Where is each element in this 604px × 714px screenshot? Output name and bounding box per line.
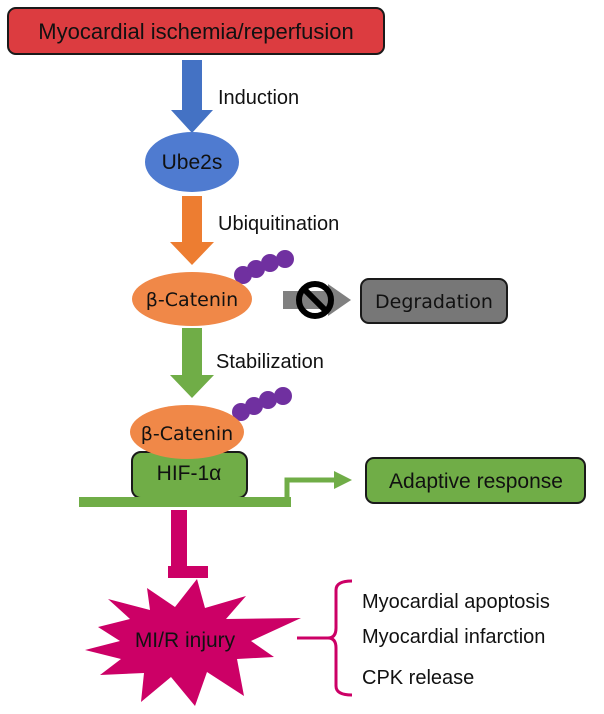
- hif1a-box: HIF-1α: [131, 451, 248, 499]
- ubiquitin-bead: [259, 391, 277, 409]
- ubiquitination-arrow: [170, 196, 214, 265]
- stabilization-arrow: [170, 328, 214, 398]
- transcription-arrow-head: [334, 471, 352, 489]
- mir-injury-label: MI/R injury: [135, 629, 236, 652]
- beta-catenin-shape-2: [130, 405, 244, 459]
- inhibition-stem: [171, 510, 187, 574]
- beta-catenin-label-2: β-Catenin: [141, 423, 233, 445]
- ubiquitin-bead: [274, 387, 292, 405]
- ubiquitin-bead: [245, 397, 263, 415]
- beta-catenin-node-2: β-Catenin: [130, 405, 244, 459]
- ube2s-label: Ube2s: [162, 151, 223, 174]
- beta-catenin-label-1: β-Catenin: [146, 289, 238, 311]
- degradation-box-shape: [360, 278, 508, 324]
- dna-strand: [79, 497, 291, 507]
- ischemia-reperfusion-box: Myocardial ischemia/reperfusion: [7, 7, 385, 55]
- inhibition-bar: [168, 510, 208, 578]
- hif1a-label: HIF-1α: [157, 462, 222, 485]
- ubiquitin-bead: [247, 260, 265, 278]
- beta-catenin-shape-1: [132, 272, 252, 326]
- gene-promoter-line: [79, 471, 352, 507]
- beta-catenin-node-1: β-Catenin: [132, 272, 252, 326]
- ubiquitin-bead: [276, 250, 294, 268]
- ischemia-reperfusion-box-shape: [7, 7, 385, 55]
- ischemia-reperfusion-label: Myocardial ischemia/reperfusion: [38, 19, 353, 44]
- ube2s-shape: [145, 132, 239, 192]
- prohibition-icon: [296, 281, 334, 319]
- outcome-item: CPK release: [362, 667, 474, 689]
- induction-arrow: [171, 60, 213, 133]
- ubiquitin-bead: [261, 254, 279, 272]
- adaptive-response-label: Adaptive response: [389, 470, 563, 493]
- inhibition-crossbar: [168, 566, 208, 578]
- stabilization-label: Stabilization: [216, 351, 324, 373]
- adaptive-response-box: Adaptive response: [365, 457, 586, 504]
- ubiquitination-label: Ubiquitination: [218, 213, 339, 235]
- ubiquitin-chain-2: [232, 387, 292, 421]
- ube2s-node: Ube2s: [145, 132, 239, 192]
- adaptive-response-box-shape: [365, 457, 586, 504]
- degradation-label: Degradation: [375, 291, 493, 313]
- curly-brace: [327, 579, 353, 697]
- outcome-item: Myocardial infarction: [362, 626, 545, 648]
- mir-injury-shape: [85, 579, 301, 706]
- gray-arrow-head: [328, 284, 351, 316]
- transcription-arrow-line: [284, 477, 336, 502]
- mir-injury-burst: MI/R injury: [85, 579, 301, 706]
- induction-label: Induction: [218, 87, 299, 109]
- blocked-degradation-arrow: [283, 281, 351, 319]
- outcome-item: Myocardial apoptosis: [362, 591, 550, 613]
- outcomes-bracket: [297, 579, 353, 697]
- degradation-box: Degradation: [360, 278, 508, 324]
- ubiquitin-chain-1: [234, 250, 294, 284]
